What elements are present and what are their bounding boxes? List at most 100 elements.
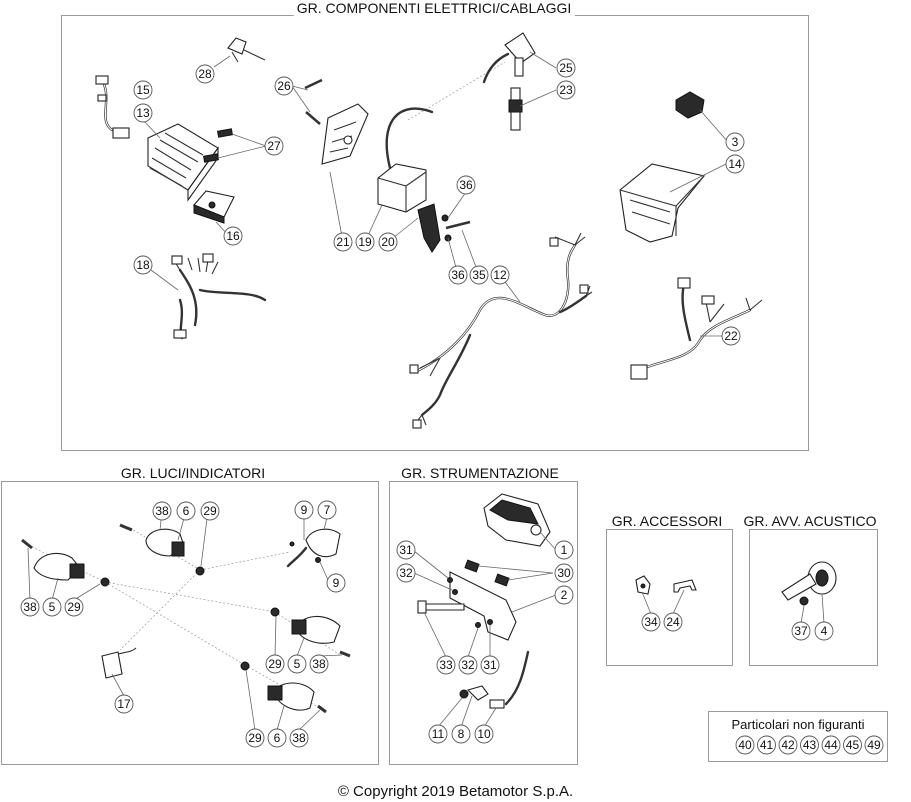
callout-number: 30	[557, 566, 571, 580]
callout-number: 6	[183, 504, 190, 518]
callout-circle	[200, 501, 220, 521]
callout-21: 21	[333, 232, 353, 252]
callout-circle	[663, 612, 683, 632]
callout-circle	[641, 612, 661, 632]
title-accessories: GR. ACCESSORI	[608, 513, 726, 529]
callout-circle	[396, 540, 416, 560]
callout-circle	[64, 597, 84, 617]
callout-36: 36	[456, 175, 476, 195]
callout-number: 15	[136, 83, 150, 97]
not-shown-item-42: 42	[778, 735, 798, 755]
callout-number: 38	[155, 504, 169, 518]
callout-circle	[152, 501, 172, 521]
callout-number: 23	[559, 83, 573, 97]
callout-38: 38	[152, 501, 172, 521]
part-35-pin	[441, 214, 471, 242]
part-29-nut-b	[195, 566, 205, 576]
callout-circle	[480, 655, 500, 675]
callout-9: 9	[294, 500, 314, 520]
part-17-relay	[101, 647, 137, 679]
part-34-clip	[635, 575, 651, 595]
callout-number: 25	[559, 61, 573, 75]
callout-32: 32	[458, 655, 478, 675]
callout-number: 16	[226, 229, 240, 243]
callout-number: 36	[459, 178, 473, 192]
callout-number: 41	[760, 738, 774, 752]
callout-number: 43	[803, 738, 817, 752]
callout-5: 5	[42, 597, 62, 617]
callout-30: 30	[554, 563, 574, 583]
callout-number: 38	[292, 731, 306, 745]
callout-33: 33	[436, 655, 456, 675]
part-30-dampers	[464, 559, 510, 587]
callout-5: 5	[287, 654, 307, 674]
callout-number: 5	[49, 600, 56, 614]
callout-circle	[114, 694, 134, 714]
callout-number: 2	[561, 588, 568, 602]
part-6-indicator-rear-left	[145, 528, 185, 557]
not-shown-item-44: 44	[821, 735, 841, 755]
callout-number: 37	[794, 624, 808, 638]
callout-3: 3	[725, 132, 745, 152]
callout-circle	[133, 80, 153, 100]
callout-circle	[195, 64, 215, 84]
part-29-nut-d	[240, 661, 250, 671]
callout-number: 19	[358, 235, 372, 249]
part-18-wiring-harness	[171, 253, 267, 340]
callout-26: 26	[274, 76, 294, 96]
callout-number: 24	[666, 615, 680, 629]
callout-circle	[456, 175, 476, 195]
part-32-31-washers	[447, 577, 481, 628]
callout-number: 35	[472, 268, 486, 282]
part-19-ignition-coil	[377, 107, 434, 213]
not-shown-label: Particolari non figuranti	[731, 717, 865, 732]
callout-number: 33	[439, 658, 453, 672]
callout-number: 44	[824, 738, 838, 752]
callout-circle	[428, 724, 448, 744]
callout-20: 20	[378, 232, 398, 252]
callout-number: 38	[312, 657, 326, 671]
callout-circle	[800, 735, 819, 755]
part-25-spark-plug-cap	[482, 32, 536, 84]
callout-circle	[333, 232, 353, 252]
part-7-indicator-right	[286, 528, 341, 568]
part-15-connector-harness	[95, 75, 130, 139]
callout-number: 1	[561, 543, 568, 557]
callout-6: 6	[267, 728, 287, 748]
callout-number: 28	[198, 67, 212, 81]
callout-circle	[735, 735, 755, 755]
callout-circle	[451, 724, 471, 744]
title-electrical: GR. COMPONENTI ELETTRICI/CABLAGGI	[293, 0, 575, 16]
callout-15: 15	[133, 80, 153, 100]
part-22-harness	[630, 277, 763, 380]
callout-circle	[448, 265, 468, 285]
callout-29: 29	[265, 654, 285, 674]
callout-circle	[490, 265, 510, 285]
callout-circle	[757, 735, 776, 755]
callout-circle	[223, 226, 243, 246]
callout-circle	[294, 500, 314, 520]
part-21-bracket	[321, 103, 369, 165]
callout-circle	[133, 103, 153, 123]
callout-number: 27	[267, 139, 281, 153]
part-29-nut-a	[100, 577, 110, 587]
callout-number: 32	[461, 658, 475, 672]
callout-circle	[317, 500, 337, 520]
not-shown-item-49: 49	[864, 735, 884, 755]
callout-24: 24	[663, 612, 683, 632]
callout-number: 49	[867, 738, 881, 752]
part-24-clamp	[673, 579, 697, 593]
callout-28: 28	[195, 64, 215, 84]
callout-number: 38	[23, 600, 37, 614]
callout-19: 19	[355, 232, 375, 252]
part-23-spark-plug	[508, 87, 523, 131]
callout-number: 34	[644, 615, 658, 629]
callout-circle	[554, 585, 574, 605]
callout-circle	[554, 540, 574, 560]
part-14-ecu	[619, 163, 705, 243]
callout-number: 45	[846, 738, 860, 752]
callout-circle	[42, 597, 62, 617]
callout-number: 11	[432, 727, 445, 741]
callout-number: 13	[136, 106, 150, 120]
not-shown-item-40: 40	[735, 735, 755, 755]
